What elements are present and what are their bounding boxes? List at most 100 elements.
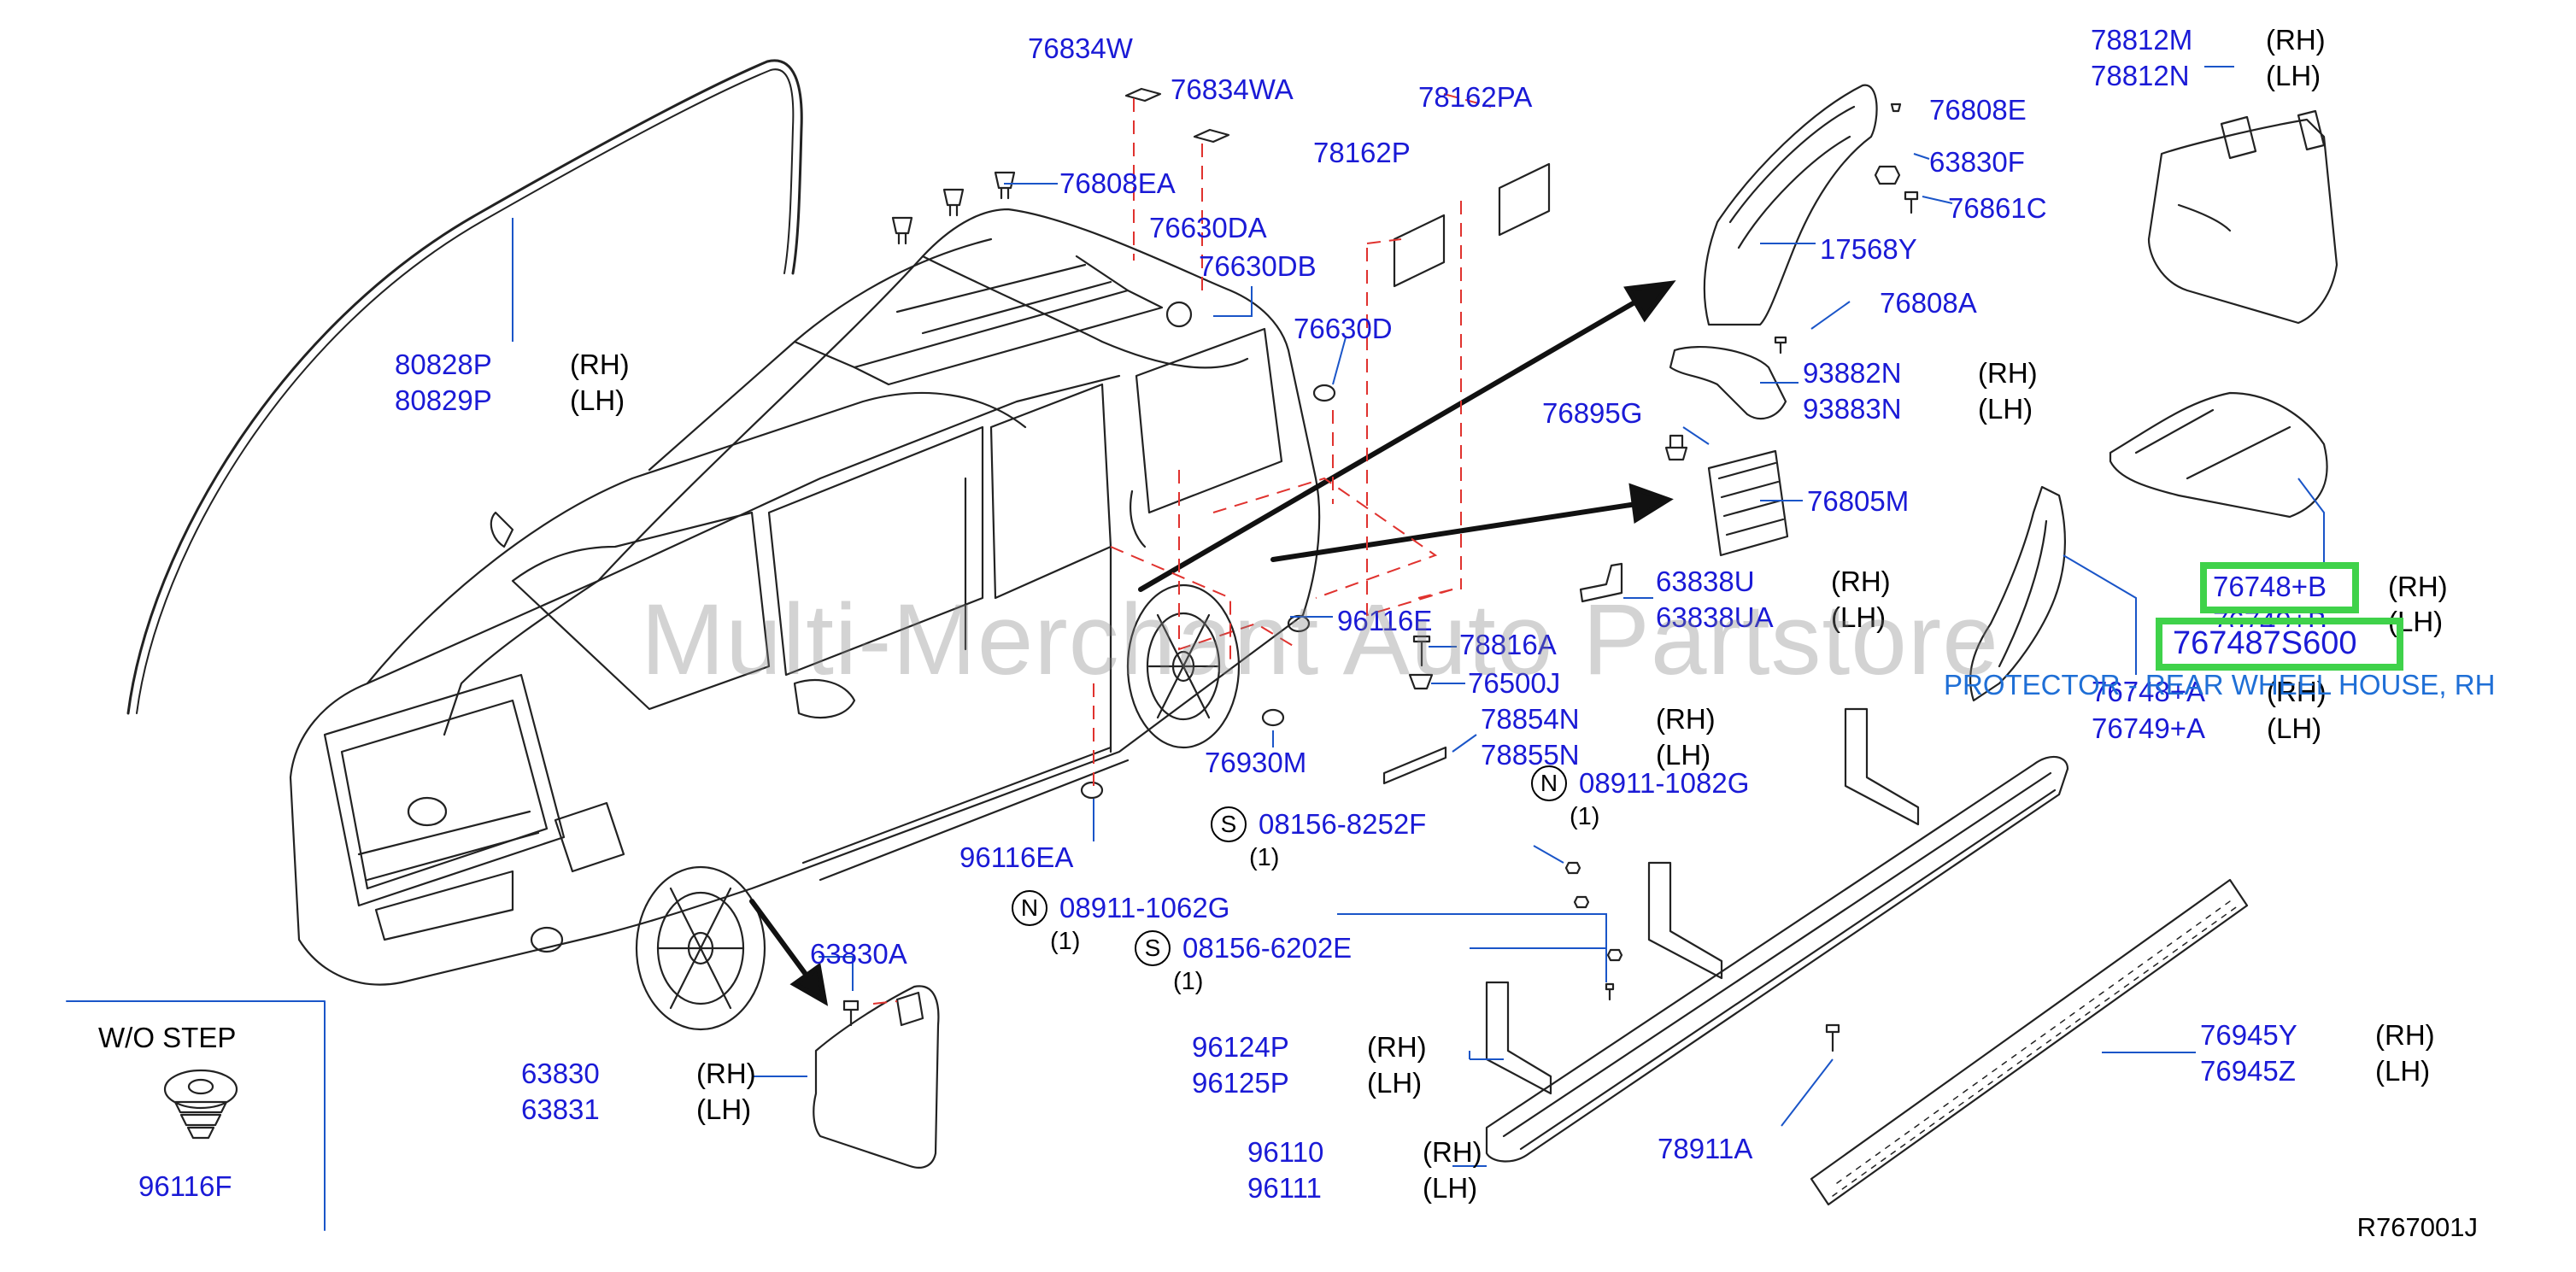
side-63830: (RH) — [696, 1058, 756, 1089]
part-number-78911A[interactable]: 78911A — [1658, 1133, 1753, 1164]
part-number-96110[interactable]: 96110 — [1247, 1136, 1324, 1168]
side-76748A: (RH) — [2267, 676, 2327, 707]
mudflap-63830 — [813, 985, 940, 1169]
fastener-qty-n2: (1) — [1050, 928, 1081, 955]
leader-lines — [512, 66, 2325, 1167]
part-number-93883N[interactable]: 93883N — [1803, 393, 1902, 425]
nut-fastener-1 — [1564, 861, 1581, 875]
pad-78162PA — [1498, 162, 1551, 237]
part-number-76945Z[interactable]: 76945Z — [2200, 1055, 2296, 1087]
screw-76808A — [1774, 336, 1787, 355]
part-number-76630DB[interactable]: 76630DB — [1199, 250, 1317, 282]
part-number-76749A[interactable]: 76749+A — [2092, 712, 2206, 744]
roof-molding-strip-inner — [136, 68, 795, 714]
fastener-part-n2[interactable]: 08911-1062G — [1059, 892, 1230, 923]
side-76749A: (LH) — [2267, 712, 2322, 744]
guide-lines — [872, 93, 1492, 1005]
part-number-76930M[interactable]: 76930M — [1205, 747, 1307, 778]
part-number-78162P[interactable]: 78162P — [1313, 137, 1411, 168]
diagram-reference: R767001J — [2356, 1212, 2478, 1242]
part-number-78854N[interactable]: 78854N — [1481, 703, 1580, 735]
bracket-96124P-3 — [1844, 707, 1920, 826]
part-number-76748B[interactable]: 76748+B — [2213, 571, 2327, 602]
side-80829P: (LH) — [570, 384, 625, 416]
side-76945Y: (RH) — [2375, 1019, 2435, 1051]
screw-fastener-4 — [1605, 982, 1615, 1001]
part-number-76834WA[interactable]: 76834WA — [1171, 73, 1294, 105]
part-number-76630D[interactable]: 76630D — [1294, 313, 1393, 344]
part-number-93882N[interactable]: 93882N — [1803, 357, 1902, 389]
part-number-96116E[interactable]: 96116E — [1337, 605, 1433, 636]
part-number-76630DA[interactable]: 76630DA — [1149, 212, 1267, 243]
side-63831: (LH) — [696, 1093, 752, 1125]
roof-molding-strip — [126, 59, 803, 715]
clip-76500J — [1408, 673, 1434, 690]
part-number-76945Y[interactable]: 76945Y — [2200, 1019, 2297, 1051]
fastener-part-n1[interactable]: 08911-1082G — [1579, 767, 1750, 799]
step-96110 — [1485, 755, 2069, 1163]
liner-17568Y — [1703, 84, 1878, 326]
side-80828P: (RH) — [570, 349, 630, 380]
side-76945Z: (LH) — [2375, 1055, 2431, 1087]
part-number-63838U[interactable]: 63838U — [1656, 566, 1755, 597]
protector-76748B — [2109, 391, 2328, 519]
part-number-76834W[interactable]: 76834W — [1028, 32, 1133, 64]
part-number-96125P[interactable]: 96125P — [1192, 1067, 1289, 1099]
part-number-76805M[interactable]: 76805M — [1807, 485, 1910, 517]
part-number-80828P[interactable]: 80828P — [395, 349, 492, 380]
fastener-badge-n1: N — [1531, 765, 1567, 801]
part-number-96116EA[interactable]: 96116EA — [959, 841, 1074, 873]
part-number-63830[interactable]: 63830 — [521, 1058, 600, 1089]
steppad-76945Y — [1810, 878, 2249, 1206]
watermark: Multi-Merchant Auto Partstore — [641, 583, 1999, 696]
part-number-96124P[interactable]: 96124P — [1192, 1031, 1289, 1063]
screw-76861C — [1904, 191, 1919, 214]
part-number-78855N[interactable]: 78855N — [1481, 739, 1580, 771]
fastener-qty-s2: (1) — [1173, 968, 1204, 995]
part-number-63831[interactable]: 63831 — [521, 1093, 600, 1125]
highlight-part-number[interactable]: 767487S600 — [2173, 625, 2357, 661]
side-96110: (RH) — [1423, 1136, 1482, 1168]
side-96124P: (RH) — [1367, 1031, 1427, 1063]
pointer-arrows — [749, 280, 1676, 1006]
side-63838U: (RH) — [1831, 566, 1891, 597]
highlight-box-76748B — [2200, 562, 2359, 613]
part-number-76500J[interactable]: 76500J — [1468, 667, 1561, 699]
pad-76834WA — [1193, 128, 1230, 144]
clip-96116F-illustration — [163, 1069, 238, 1140]
clip-76808E — [1890, 103, 1902, 113]
bracket-93882N — [1669, 345, 1787, 420]
fastener-part-s2[interactable]: 08156-6202E — [1182, 932, 1353, 964]
fastener-badge-s2: S — [1135, 930, 1171, 966]
part-number-63830A[interactable]: 63830A — [810, 938, 907, 970]
part-number-76861C[interactable]: 76861C — [1948, 192, 2047, 224]
part-number-76748A[interactable]: 76748+A — [2092, 676, 2206, 707]
part-number-76808EA[interactable]: 76808EA — [1059, 167, 1176, 199]
nut-fastener-2 — [1573, 895, 1590, 909]
screw-78911A — [1825, 1023, 1840, 1052]
side-93882N: (RH) — [1978, 357, 2038, 389]
part-number-76808E[interactable]: 76808E — [1929, 94, 2027, 126]
part-number-78162PA[interactable]: 78162PA — [1418, 81, 1533, 113]
inset-title: W/O STEP — [98, 1022, 237, 1053]
nut-63830F — [1874, 165, 1901, 185]
part-number-17568Y[interactable]: 17568Y — [1820, 233, 1917, 265]
fastener-part-s1[interactable]: 08156-8252F — [1259, 808, 1427, 840]
fastener-badge-n2: N — [1012, 890, 1047, 926]
inset-part-number: 96116F — [138, 1170, 232, 1202]
side-96125P: (LH) — [1367, 1067, 1423, 1099]
part-number-78816A[interactable]: 78816A — [1459, 629, 1557, 660]
part-number-80829P[interactable]: 80829P — [395, 384, 492, 416]
clip-76930M — [1261, 708, 1285, 727]
side-76748B: (RH) — [2388, 571, 2448, 602]
part-number-63838UA[interactable]: 63838UA — [1656, 601, 1774, 633]
part-number-63830F[interactable]: 63830F — [1929, 146, 2025, 178]
bracket-96124P-2 — [1647, 861, 1723, 980]
part-number-96111[interactable]: 96111 — [1247, 1172, 1322, 1204]
part-number-78812M[interactable]: 78812M — [2091, 24, 2193, 56]
pad-78162P — [1393, 214, 1446, 288]
part-number-76895G[interactable]: 76895G — [1542, 397, 1643, 429]
part-number-78812N[interactable]: 78812N — [2091, 60, 2190, 91]
part-number-76808A[interactable]: 76808A — [1880, 287, 1977, 319]
